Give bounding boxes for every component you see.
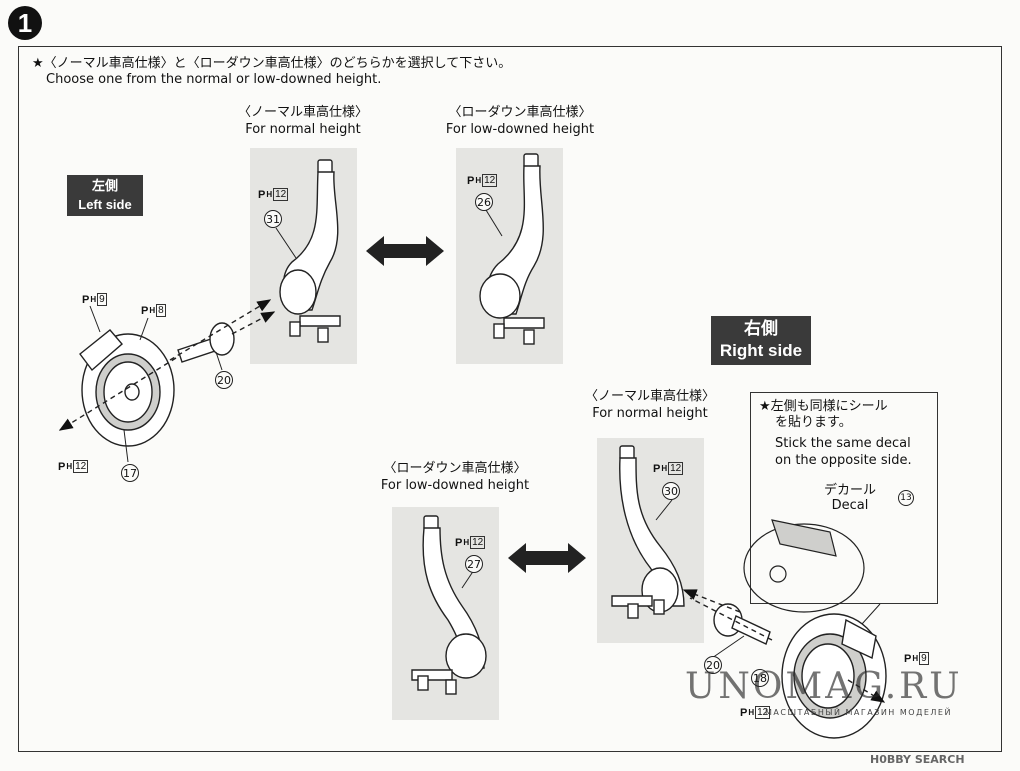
knuckle-26 xyxy=(479,153,545,345)
ph-prefix: P xyxy=(455,536,463,549)
note-en-line1: Stick the same decal xyxy=(775,436,911,451)
note-en-line2: on the opposite side. xyxy=(775,453,912,468)
runner-number: 8 xyxy=(156,304,166,317)
part-number-18: 18 xyxy=(751,669,769,687)
runner-number: 12 xyxy=(755,706,771,719)
runner-number: 12 xyxy=(73,460,89,473)
left-side-en: Left side xyxy=(78,197,132,212)
ph-sub: H xyxy=(266,190,273,199)
runner-number: 9 xyxy=(919,652,929,665)
ph-prefix: P xyxy=(740,706,748,719)
label-low-top: 〈ローダウン車高仕様〉 For low-downed height xyxy=(425,104,615,138)
ph-sub: H xyxy=(66,462,73,471)
decal-en: Decal xyxy=(831,498,869,513)
ph-prefix: P xyxy=(58,460,66,473)
note-en: Stick the same decal on the opposite sid… xyxy=(775,435,912,469)
guide-lines xyxy=(58,299,886,703)
intro-jp: ★〈ノーマル車高仕様〉と〈ローダウン車高仕様〉のどちらかを選択して下さい。 xyxy=(32,56,512,71)
leader-lines xyxy=(89,209,881,659)
label-low-bottom: 〈ローダウン車高仕様〉 For low-downed height xyxy=(355,460,555,494)
axle-20-left xyxy=(177,322,235,363)
right-side-badge: 右側 Right side xyxy=(711,316,811,365)
low-en-bottom: For low-downed height xyxy=(380,478,530,493)
ph-prefix: P xyxy=(141,304,149,317)
ph-sub: H xyxy=(748,708,755,717)
decal-jp: デカール xyxy=(824,483,877,498)
intro-en: Choose one from the normal or low-downed… xyxy=(46,72,382,87)
axle-20-right xyxy=(713,603,771,645)
runner-number: 12 xyxy=(482,174,498,187)
low-jp-bottom: 〈ローダウン車高仕様〉 xyxy=(383,461,527,476)
label-normal-bottom: 〈ノーマル車高仕様〉 For normal height xyxy=(565,388,735,422)
part-number-26: 26 xyxy=(475,193,493,211)
left-side-jp: 左側 xyxy=(91,178,118,193)
knuckle-27 xyxy=(411,515,487,695)
ph-sub: H xyxy=(661,464,668,473)
right-side-jp: 右側 xyxy=(744,319,778,338)
intro-text: ★〈ノーマル車高仕様〉と〈ローダウン車高仕様〉のどちらかを選択して下さい。 Ch… xyxy=(32,56,511,88)
part-number-31: 31 xyxy=(264,210,282,228)
note-jp-line1: ★左側も同様にシール xyxy=(759,399,888,414)
normal-jp-bottom: 〈ノーマル車高仕様〉 xyxy=(584,389,715,404)
decal-label: デカール Decal xyxy=(824,483,876,513)
runner-number: 9 xyxy=(97,293,107,306)
label-normal-top: 〈ノーマル車高仕様〉 For normal height xyxy=(218,104,388,138)
part-number-30: 30 xyxy=(662,482,680,500)
part-number-27: 27 xyxy=(465,555,483,573)
ph-prefix: P xyxy=(82,293,90,306)
runner-number: 12 xyxy=(273,188,289,201)
ph-sub: H xyxy=(90,295,97,304)
ph-sub: H xyxy=(475,176,482,185)
ph-prefix: P xyxy=(653,462,661,475)
decal-caliper-detail xyxy=(743,519,865,613)
ph-sub: H xyxy=(463,538,470,547)
swap-arrow-top xyxy=(366,236,444,266)
normal-jp-top: 〈ノーマル車高仕様〉 xyxy=(237,105,368,120)
ph-prefix: P xyxy=(258,188,266,201)
ph-prefix: P xyxy=(904,652,912,665)
note-jp: ★左側も同様にシール を貼ります。 xyxy=(759,399,888,431)
runner-number: 12 xyxy=(668,462,684,475)
ph-sub: H xyxy=(149,306,156,315)
ph-sub: H xyxy=(912,654,919,663)
left-side-badge: 左側 Left side xyxy=(67,175,143,216)
decal-number-13: 13 xyxy=(898,490,914,506)
watermark-unomag: UNOMAG.RU xyxy=(685,666,963,707)
part-number-20-left: 20 xyxy=(215,371,233,389)
footer-hobby-search: H0BBY SEARCH xyxy=(870,753,965,766)
part-number-20-right: 20 xyxy=(704,656,722,674)
normal-en-top: For normal height xyxy=(245,122,361,137)
runner-number: 12 xyxy=(470,536,486,549)
knuckle-30 xyxy=(611,445,685,619)
watermark-subtitle: МАСШТАБНЫЙ МАГАЗИН МОДЕЛЕЙ xyxy=(765,708,952,717)
swap-arrow-bottom xyxy=(508,543,586,573)
right-side-en: Right side xyxy=(719,341,803,360)
low-en-top: For low-downed height xyxy=(445,122,595,137)
normal-en-bottom: For normal height xyxy=(592,406,708,421)
rotor-17-left xyxy=(79,329,175,447)
knuckle-31 xyxy=(279,159,341,343)
ph-prefix: P xyxy=(467,174,475,187)
part-number-17: 17 xyxy=(121,464,139,482)
rotor-18-right xyxy=(781,613,887,739)
instruction-frame xyxy=(18,46,1002,752)
low-jp-top: 〈ローダウン車高仕様〉 xyxy=(448,105,592,120)
note-jp-line2: を貼ります。 xyxy=(775,415,852,430)
step-number: 1 xyxy=(8,6,42,40)
